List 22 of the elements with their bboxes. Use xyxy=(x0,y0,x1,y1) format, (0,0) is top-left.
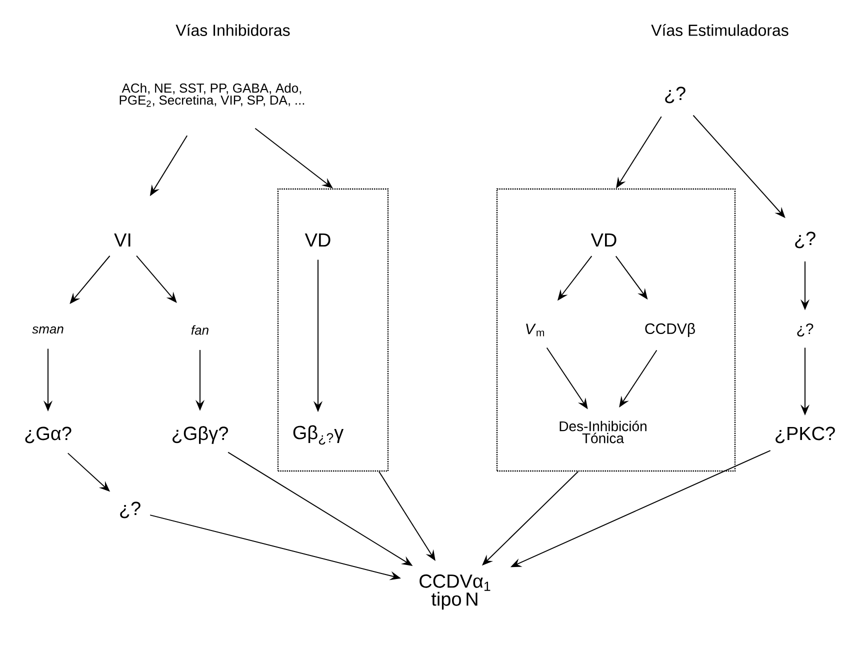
heading: Vías Estimuladoras xyxy=(651,24,788,36)
pathway-label: fan xyxy=(191,325,208,335)
channel-label: CCDVα$_{1}$ tipo N xyxy=(420,574,490,610)
pathway-label: VI xyxy=(114,233,130,247)
unknown-label: ¿? xyxy=(797,323,814,336)
unknown-label: ¿? xyxy=(120,502,140,518)
protein-label: ¿Gβγ? xyxy=(172,426,228,444)
pathway-label: V$_{m}$ xyxy=(526,324,544,336)
dotted-box xyxy=(496,188,736,472)
protein-label: ¿Gα? xyxy=(25,426,72,444)
pathway-label: CCDVβ xyxy=(645,323,695,337)
heading: Vías Inhibidoras xyxy=(176,24,290,36)
ligand-list: ACh, NE, SST, PP, GABA, Ado, PGE$_{2}$, Secretina, VIP, SP, DA, ... xyxy=(120,83,304,107)
pathway-label: VD xyxy=(590,233,616,247)
dotted-box xyxy=(277,188,389,472)
unknown-label: ¿? xyxy=(795,232,816,248)
pathway-label: VD xyxy=(304,233,330,247)
pathway-label: Des-Inhibición Tónica xyxy=(560,420,646,444)
unknown-label: ¿? xyxy=(665,86,686,104)
protein-label: Gβ$_{¿?}$γ xyxy=(293,425,344,445)
pathway-label: sman xyxy=(32,326,64,334)
protein-label: ¿PKC? xyxy=(776,426,835,444)
